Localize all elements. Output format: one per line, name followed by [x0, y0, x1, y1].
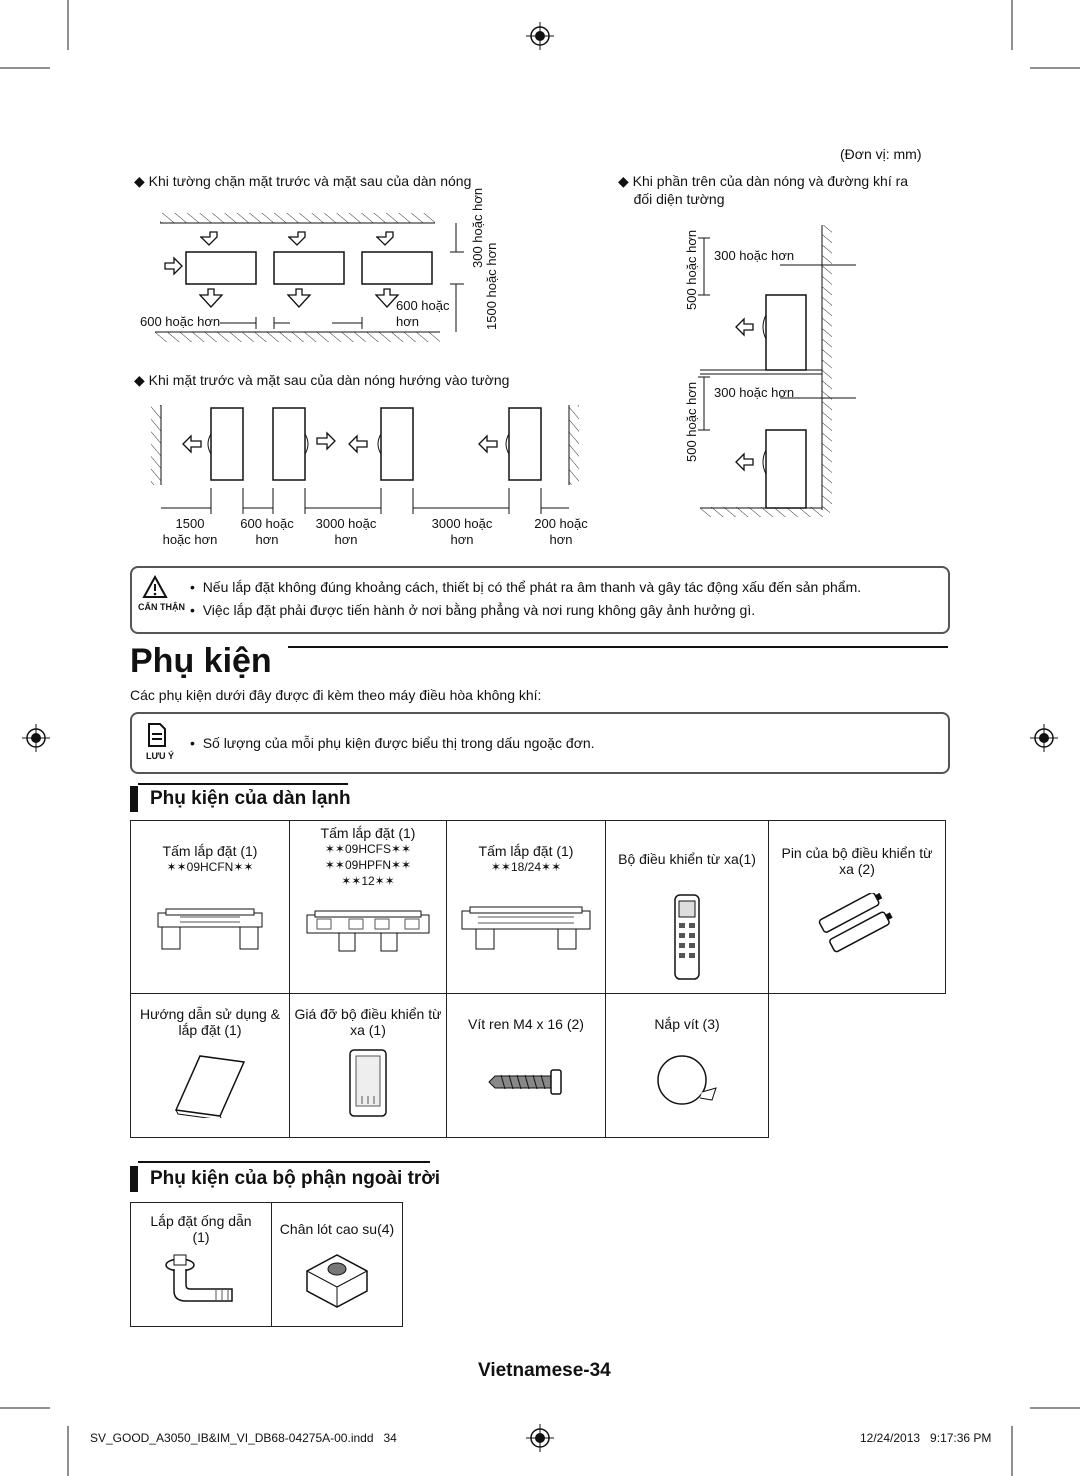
case-top-title: ◆ Khi phần trên của dàn nóng và đường kh… [618, 173, 909, 207]
battery-icon [818, 892, 893, 953]
indoor-item-remote-holder: Giá đỡ bộ điều khiển từ xa (1) [289, 993, 447, 1138]
indoor-item-screw-cap: Nắp vít (3) [605, 993, 769, 1138]
clearance-diagram-blocked [140, 213, 464, 342]
outdoor-section-title: Phụ kiện của bộ phận ngoài trời [130, 1166, 440, 1192]
mount-plate-icon [306, 910, 430, 952]
indoor-section-rule [138, 783, 348, 785]
rubber-foot-icon [306, 1254, 368, 1308]
caution-box [130, 566, 950, 634]
indoor-item-remote: Bộ điều khiển từ xa(1) [605, 820, 769, 994]
screw-cap-icon [657, 1055, 717, 1105]
indoor-section-title: Phụ kiện của dàn lạnh [130, 786, 351, 812]
footer-file-name: SV_GOOD_A3050_IB&IM_VI_DB68-04275A-00.in… [90, 1431, 397, 1445]
clearance-diagram-top-wall [698, 225, 856, 517]
label-500-lower: 500 hoặc hơn [684, 381, 699, 462]
note-icon-label: LƯU Ý [146, 751, 174, 761]
indoor-item-mount-plate-3: Tấm lắp đặt (1) ✶✶18/24✶✶ [446, 820, 606, 994]
indoor-item-mount-plate-1: Tấm lắp đặt (1) ✶✶09HCFN✶✶ [130, 820, 290, 994]
title-rule [288, 646, 948, 648]
case-facing-title: ◆ Khi mặt trước và mặt sau của dàn nóng … [134, 372, 510, 388]
registration-mark-icon [526, 1424, 554, 1452]
indoor-item-manual: Hướng dẫn sử dụng & lắp đặt (1) [130, 993, 290, 1138]
screw-icon [488, 1069, 562, 1095]
note-icon [148, 723, 166, 747]
unit-label: (Đơn vị: mm) [840, 146, 922, 162]
mount-plate-icon [157, 908, 263, 950]
label-1500-vertical: 1500 hoặc hơn [484, 242, 499, 330]
manual-book-icon [174, 1055, 246, 1121]
warning-triangle-icon [142, 575, 168, 598]
label-600-left: 600 hoặc hơn [140, 314, 221, 330]
footer-date: 12/24/2013 9:17:36 PM [860, 1431, 992, 1445]
outdoor-accessories-table: Lắp đặt ống dẫn (1) Chân lót cao su(4) [130, 1202, 403, 1327]
indoor-item-batteries: Pin của bộ điều khiển từ xa (2) [768, 820, 946, 994]
caution-item-2: • Việc lắp đặt phải được tiến hành ở nơi… [190, 602, 756, 618]
caution-item-1: • Nếu lắp đặt không đúng khoảng cách, th… [190, 579, 862, 595]
registration-mark-icon [22, 724, 50, 752]
label-300-upper: 300 hoặc hơn [714, 248, 795, 263]
indoor-accessories-table: Tấm lắp đặt (1) ✶✶09HCFN✶✶ Tấm lắp đặt (… [130, 820, 946, 1138]
outdoor-item-rubber-foot: Chân lót cao su(4) [271, 1202, 403, 1327]
caution-icon-label: CẨN THẬN [138, 602, 185, 612]
outdoor-section-rule [138, 1161, 430, 1163]
page-title: Phụ kiện [130, 642, 272, 680]
indoor-item-screw: Vít ren M4 x 16 (2) [446, 993, 606, 1138]
page-number-label: Vietnamese-34 [478, 1360, 611, 1381]
case-blocked-title: ◆ Khi tường chặn mặt trước và mặt sau củ… [134, 173, 472, 189]
note-text: • Số lượng của mỗi phụ kiện được biểu th… [190, 735, 595, 751]
remote-holder-icon [349, 1049, 387, 1117]
note-box [130, 712, 950, 774]
clearance-diagram-facing [151, 405, 579, 514]
registration-mark-icon [526, 22, 554, 50]
mount-plate-icon [461, 906, 591, 950]
intro-text: Các phụ kiện dưới đây được đi kèm theo m… [130, 687, 542, 703]
remote-control-icon [674, 894, 700, 980]
registration-mark-icon [1030, 724, 1058, 752]
label-500-upper: 500 hoặc hơn [684, 229, 699, 310]
label-300-lower: 300 hoặc hơn [714, 385, 795, 400]
drain-pipe-icon [165, 1254, 233, 1302]
outdoor-item-drain-plug: Lắp đặt ống dẫn (1) [130, 1202, 272, 1327]
indoor-item-mount-plate-2: Tấm lắp đặt (1) ✶✶09HCFS✶✶ ✶✶09HPFN✶✶ ✶✶… [289, 820, 447, 994]
